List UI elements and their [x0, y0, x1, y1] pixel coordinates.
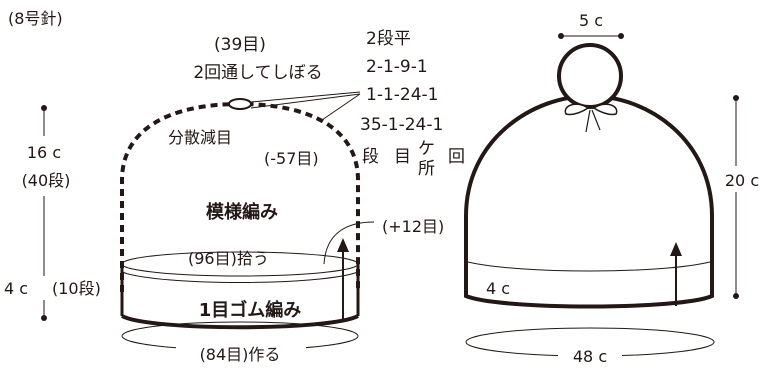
pattern-stitch-label: 模様編み — [206, 201, 278, 223]
decrease-row-4: 35-1-24-1 — [360, 115, 443, 135]
rib-top-curve — [121, 271, 359, 283]
decrease-table: 2段平 2-1-9-1 1-1-24-1 35-1-24-1 段 目 ケ 所 回 — [360, 29, 465, 179]
dimension-dot — [733, 293, 739, 299]
column-header-places-line1: ケ — [418, 139, 435, 159]
knit-direction-arrowhead — [337, 238, 349, 252]
dimension-dot — [558, 33, 564, 39]
column-header-rows: 段 — [362, 147, 379, 167]
tie-bow-tail — [585, 109, 601, 133]
left-hat-chart: (8号針) (39目) 2回通してしぼる 分散減目 (-57目) 模様編み (+… — [2, 9, 444, 364]
dimension-dot — [618, 33, 624, 39]
hat-body — [464, 93, 714, 309]
rib-height-rows: (10段) — [52, 279, 101, 298]
column-header-stitches: 目 — [394, 147, 411, 167]
rib-bottom-edge — [121, 314, 359, 330]
table-pointer-3 — [321, 93, 361, 121]
hat-rib-line — [467, 261, 711, 272]
rib-stitch-label: 1目ゴム編み — [199, 299, 302, 321]
decrease-row-1: 2段平 — [366, 29, 411, 49]
dimension-dot — [733, 95, 739, 101]
body-height-rows: (40段) — [22, 171, 71, 190]
needle-size: (8号針) — [8, 9, 63, 28]
pickup-label: (96目)拾う — [188, 249, 269, 268]
top-gather-oval — [228, 98, 252, 110]
dimension-dot — [41, 315, 47, 321]
tie-bow-left — [564, 103, 589, 116]
body-height-cm: 16 c — [27, 143, 61, 162]
tie-bow-right — [593, 103, 618, 116]
top-stitch-count: (39目) — [214, 35, 266, 55]
pompom — [557, 43, 623, 109]
decrease-count: (-57目) — [264, 149, 319, 168]
top-gather-instruction: 2回通してしぼる — [193, 63, 322, 83]
hat-width-label: 48 c — [573, 347, 607, 366]
rib-direction-arrowhead — [670, 242, 682, 256]
right-hat-finished: 5 c 4 c 20 c 48 c — [464, 11, 762, 368]
column-header-places: ケ 所 — [418, 139, 440, 179]
dimension-dot — [41, 105, 47, 111]
increase-count: (+12目) — [382, 217, 444, 236]
hat-height-label: 20 c — [725, 171, 759, 190]
decrease-label: 分散減目 — [168, 128, 232, 147]
pompom-width-label: 5 c — [579, 11, 603, 30]
increase-pointer-line — [323, 221, 375, 265]
decrease-row-3: 1-1-24-1 — [366, 85, 438, 105]
table-pointer-1 — [250, 91, 361, 103]
rib-height-cm: 4 c — [4, 279, 28, 298]
cast-on-label: (84目)作る — [200, 345, 281, 364]
hat-rib-height-label: 4 c — [486, 279, 510, 298]
column-header-places-line2: 所 — [418, 159, 435, 179]
column-header-times: 回 — [448, 147, 465, 167]
table-pointer-2 — [250, 93, 361, 109]
decrease-row-2: 2-1-9-1 — [366, 57, 428, 77]
